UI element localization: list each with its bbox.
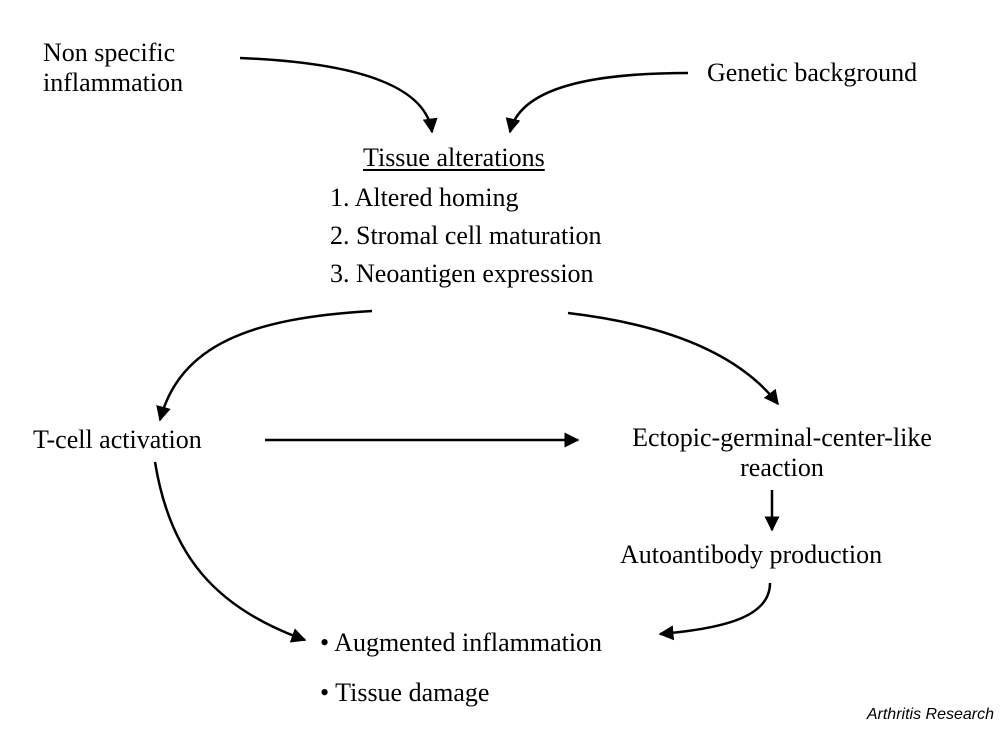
node-tcell-activation: T-cell activation [33, 425, 202, 454]
node-nonspecific-inflammation: Non specific inflammation [43, 38, 183, 98]
node-ectopic-germinal-center: Ectopic-germinal-center-like reaction [612, 423, 952, 483]
tissue-item-1: 1. Altered homing [330, 183, 519, 212]
node-nonspecific-line2: inflammation [43, 68, 184, 97]
arrow-tcell-to-outcomes [153, 461, 307, 643]
tissue-item-3: 3. Neoantigen expression [330, 259, 594, 288]
node-ectopic-line2: reaction [740, 453, 824, 482]
node-genetic-background: Genetic background [707, 58, 918, 87]
arrow-nonspecific-to-tissue [239, 56, 438, 134]
node-tissue-alterations-list: 1. Altered homing 2. Stromal cell matura… [330, 179, 602, 293]
node-outcomes: • Augmented inflammation • Tissue damage [320, 618, 602, 718]
source-credit: Arthritis Research [866, 706, 994, 723]
node-autoantibody-production: Autoantibody production [620, 540, 883, 569]
node-ectopic-line1: Ectopic-germinal-center-like [632, 423, 932, 452]
tissue-item-2: 2. Stromal cell maturation [330, 221, 602, 250]
arrow-tissue-to-ectopic [567, 311, 779, 406]
arrow-tissue-to-tcell [156, 309, 373, 422]
node-tissue-alterations-title: Tissue alterations [363, 143, 545, 172]
arrow-autoantibody-to-outcomes [658, 582, 772, 641]
outcome-augmented-inflammation: • Augmented inflammation [320, 628, 603, 657]
outcome-tissue-damage: • Tissue damage [320, 678, 490, 707]
node-nonspecific-line1: Non specific [43, 38, 176, 67]
arrow-genetic-to-tissue [505, 71, 689, 134]
